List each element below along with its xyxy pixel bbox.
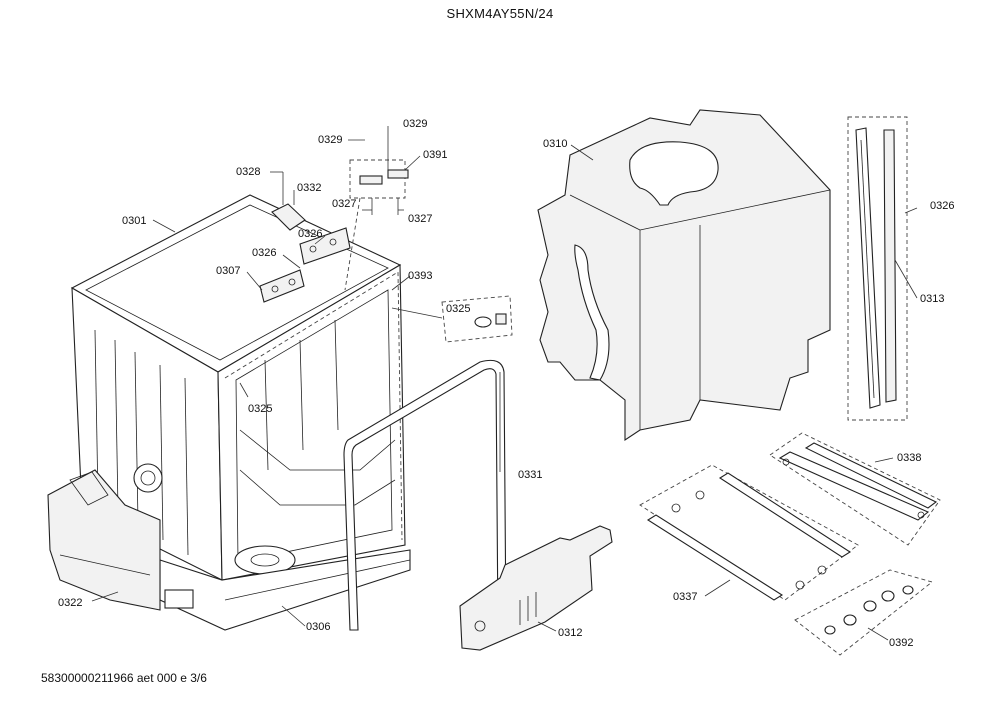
label-0326-a: 0326 xyxy=(298,228,322,240)
label-0392: 0392 xyxy=(889,637,913,649)
label-0326-c: 0326 xyxy=(930,200,954,212)
label-0325-a: 0325 xyxy=(446,303,470,315)
label-0301: 0301 xyxy=(122,215,146,227)
label-0331: 0331 xyxy=(518,469,542,481)
insulation-block-0310 xyxy=(537,109,831,442)
rollers-0392 xyxy=(794,569,933,656)
label-0327-a: 0327 xyxy=(332,198,356,210)
top-bracket-cluster xyxy=(344,159,409,291)
label-0313: 0313 xyxy=(920,293,944,305)
document-reference: 58300000211966 aet 000 e 3/6 xyxy=(41,671,207,685)
label-0312: 0312 xyxy=(558,627,582,639)
label-0322: 0322 xyxy=(58,597,82,609)
seal-strips-0313 xyxy=(847,116,918,421)
label-0332: 0332 xyxy=(297,182,321,194)
label-0310: 0310 xyxy=(543,138,567,150)
side-bracket-0322 xyxy=(47,469,194,611)
rails-0337 xyxy=(639,464,859,601)
hinge-assembly xyxy=(259,203,351,303)
label-0326-b: 0326 xyxy=(252,247,276,259)
detail-0325-inset xyxy=(391,295,513,343)
rod-0331 xyxy=(343,359,507,631)
label-0338: 0338 xyxy=(897,452,921,464)
label-0327-b: 0327 xyxy=(408,213,432,225)
label-0337: 0337 xyxy=(673,591,697,603)
rails-0338 xyxy=(769,432,941,546)
label-0391: 0391 xyxy=(423,149,447,161)
label-0329-a: 0329 xyxy=(318,134,342,146)
side-panel-0312 xyxy=(459,525,613,651)
label-0393: 0393 xyxy=(408,270,432,282)
label-0325-b: 0325 xyxy=(248,403,272,415)
leader-lines xyxy=(91,126,918,641)
label-0329-b: 0329 xyxy=(403,118,427,130)
label-0328: 0328 xyxy=(236,166,260,178)
label-0307: 0307 xyxy=(216,265,240,277)
label-0306: 0306 xyxy=(306,621,330,633)
model-title: SHXM4AY55N/24 xyxy=(446,6,554,21)
